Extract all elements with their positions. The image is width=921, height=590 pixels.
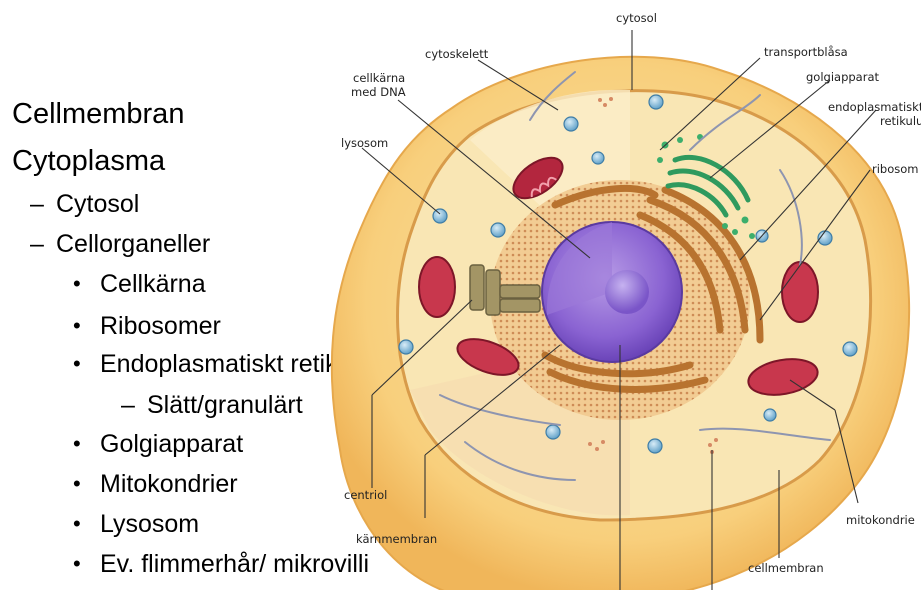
er-folds-left — [551, 185, 659, 209]
label-karnmembran: kärnmembran — [356, 532, 437, 546]
dot-bullet: • — [73, 511, 81, 536]
leader-lines — [361, 30, 877, 590]
outline-item-cytoplasma: Cytoplasma — [12, 145, 166, 177]
dash-bullet: – — [30, 190, 44, 218]
label-golgiapparat: golgiapparat — [806, 70, 879, 84]
outline-item-slatt-granulart: Slätt/granulärt — [147, 391, 303, 419]
label-ribosom: ribosom — [872, 162, 919, 176]
dash-bullet: – — [30, 230, 44, 258]
nucleolus — [605, 270, 649, 314]
dot-bullet: • — [73, 471, 81, 496]
free-ribosomes — [588, 97, 718, 454]
label-cellmembran: cellmembran — [748, 561, 824, 575]
outline-item-cellorganeller: Cellorganeller — [56, 230, 211, 258]
label-lysosom: lysosom — [341, 136, 388, 150]
label-er-2: retikulum — [880, 114, 921, 128]
er-folds-bottom — [541, 351, 709, 393]
outline-item-lysosom: Lysosom — [100, 510, 200, 538]
outline-item-er: Endoplasmatiskt retikel — [100, 350, 358, 378]
centrioles — [469, 264, 541, 316]
dot-bullet: • — [73, 271, 81, 296]
er-folds-right — [636, 186, 764, 344]
outline-item-ribosomer: Ribosomer — [100, 312, 221, 340]
label-centriol: centriol — [344, 488, 387, 502]
dot-bullet: • — [73, 551, 81, 576]
dash-bullet: – — [121, 391, 135, 419]
cytoskeleton — [439, 71, 831, 481]
outline-item-cytosol: Cytosol — [56, 190, 140, 218]
label-cytosol: cytosol — [616, 11, 657, 25]
vesicles — [398, 94, 858, 454]
label-cellkarna-1: cellkärna — [353, 71, 405, 85]
dot-bullet: • — [73, 431, 81, 456]
label-transportblasa: transportblåsa — [764, 45, 848, 59]
dot-bullet: • — [73, 351, 81, 376]
label-cytoskelett: cytoskelett — [425, 47, 489, 61]
outline-item-mitokondrier: Mitokondrier — [100, 470, 238, 498]
outline-item-flimmerhar: Ev. flimmerhår/ mikrovilli — [100, 550, 369, 578]
nucleus-cut — [546, 222, 612, 315]
label-cellkarna-2: med DNA — [351, 85, 406, 99]
label-er-1: endoplasmatiskt — [828, 100, 921, 114]
outline-item-cellkarna: Cellkärna — [100, 270, 206, 298]
dot-bullet: • — [73, 313, 81, 338]
outline-item-cellmembran: Cellmembran — [12, 98, 185, 130]
outline-item-golgiapparat: Golgiapparat — [100, 430, 244, 458]
label-mitokondrie: mitokondrie — [846, 513, 915, 527]
mitochondria — [418, 156, 819, 396]
golgi-apparatus — [665, 154, 751, 218]
